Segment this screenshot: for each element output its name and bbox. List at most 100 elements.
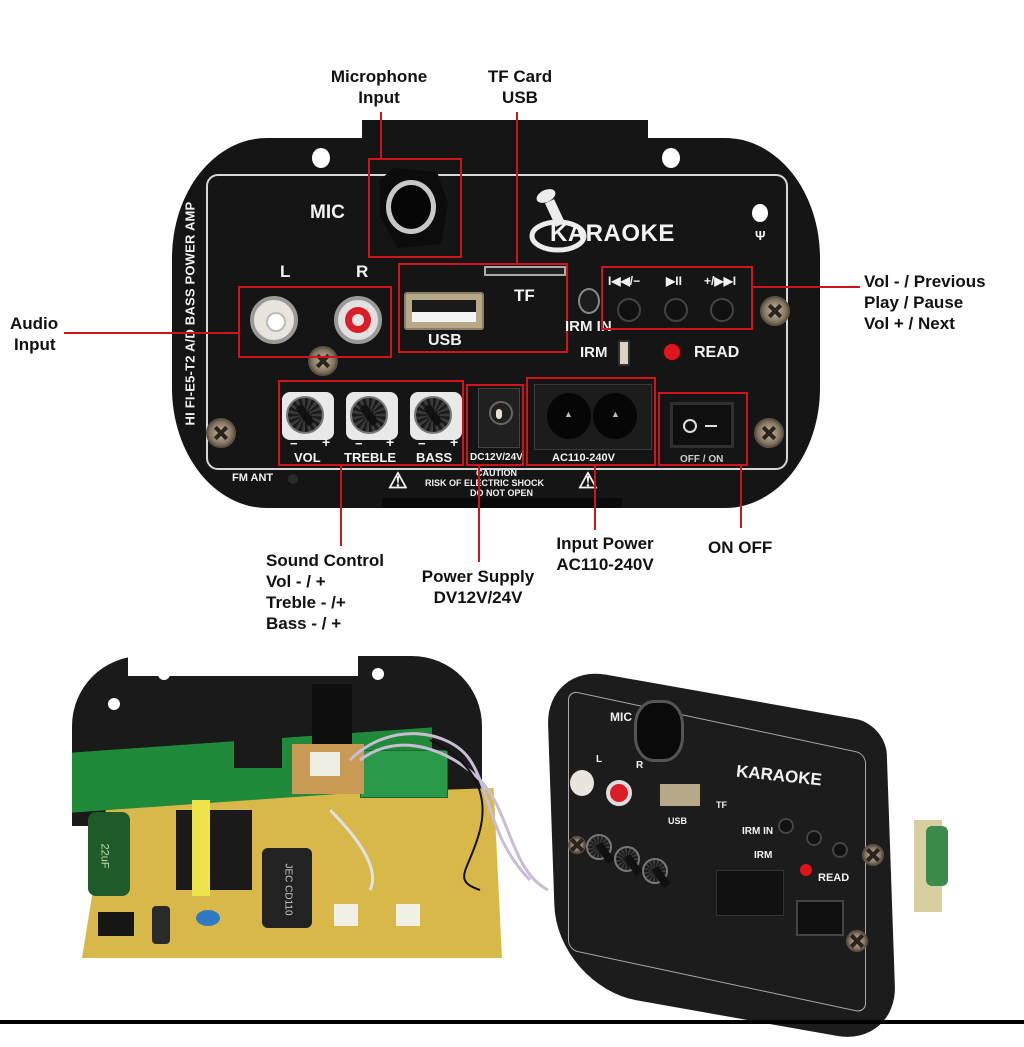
mount-hole	[158, 668, 170, 680]
treble-knob[interactable]	[350, 396, 388, 434]
white-connector	[396, 904, 420, 926]
bottom-border-bar	[0, 1020, 1024, 1024]
callout-line: Input	[14, 335, 56, 354]
dc-callout-line	[478, 466, 480, 562]
callout-line: Input Power	[556, 534, 654, 553]
mic-jack-ring	[386, 180, 436, 234]
callout-sound-control: Sound Control Vol - / + Treble - /+ Bass…	[266, 550, 384, 634]
warning-triangle-icon: ⚠	[578, 468, 598, 493]
prev-vol-down-button[interactable]	[617, 298, 641, 322]
irm-in-jack[interactable]	[578, 288, 600, 314]
sound-callout-line	[340, 466, 342, 546]
small-capacitor	[152, 906, 170, 944]
controls-callout-line	[752, 286, 860, 288]
karaoke-logo-icon	[528, 186, 598, 256]
callout-line: Treble - /+	[266, 593, 346, 612]
mount-hole	[662, 148, 680, 168]
screw	[206, 418, 236, 448]
bass-label: BASS	[416, 450, 453, 465]
capacitor-green	[88, 812, 130, 896]
power-rocker-switch[interactable]	[670, 402, 734, 448]
angled-read-led	[800, 864, 812, 876]
caution-line-1: RISK OF ELECTRIC SHOCK	[425, 478, 545, 488]
read-led	[664, 344, 680, 360]
angled-irm-label: IRM	[754, 850, 773, 861]
ac-label: AC110-240V	[552, 452, 615, 464]
mount-hole	[372, 668, 384, 680]
transformer-tape	[192, 800, 210, 896]
callout-line: Power Supply	[421, 567, 535, 586]
callout-line: Bass - / +	[266, 614, 342, 633]
panel-bottom-slot	[382, 498, 622, 508]
angled-rca-left	[570, 770, 594, 796]
panel-notch	[362, 120, 648, 146]
fm-antenna-hole	[288, 474, 298, 484]
vol-minus: −	[290, 436, 298, 451]
callout-line: TF Card	[487, 67, 553, 86]
callout-audio-input: Audio Input	[10, 313, 58, 355]
angled-knob	[642, 858, 668, 884]
fm-antenna-label: FM ANT	[232, 472, 274, 484]
bass-plus: +	[450, 434, 459, 450]
warning-triangle-icon: ⚠	[388, 468, 408, 493]
callout-line: Microphone	[330, 67, 428, 86]
angled-right-label: R	[636, 760, 644, 771]
tf-label: TF	[514, 286, 535, 305]
callout-controls: Vol - / Previous Play / Pause Vol + / Ne…	[864, 271, 986, 334]
callout-line: USB	[502, 88, 538, 107]
next-vol-up-button[interactable]	[710, 298, 734, 322]
treble-plus: +	[386, 434, 395, 450]
screw	[568, 836, 586, 854]
right-channel-label: R	[356, 262, 369, 281]
antenna-icon: Ψ	[755, 228, 766, 243]
angled-knob	[614, 846, 640, 872]
sound-control-highlight-box	[278, 380, 464, 466]
callout-on-off: ON OFF	[708, 538, 773, 557]
antenna-hole	[752, 204, 768, 222]
next-label: +/▶▶I	[704, 274, 737, 288]
rca-jack-left[interactable]	[250, 296, 298, 344]
read-label: READ	[694, 344, 740, 361]
angled-button	[832, 842, 848, 858]
mount-hole	[108, 698, 120, 710]
angled-left-label: L	[596, 754, 603, 765]
capacitor-label: 22uF	[98, 843, 111, 869]
usb-tf-highlight-box	[398, 263, 568, 353]
callout-line: Audio	[10, 314, 59, 333]
ac-highlight-box	[526, 377, 656, 466]
volume-knob[interactable]	[286, 396, 324, 434]
angled-tf-label: TF	[716, 800, 727, 810]
irm-label: IRM	[580, 344, 608, 361]
screw	[308, 346, 338, 376]
bass-knob[interactable]	[414, 396, 452, 434]
ac-power-socket[interactable]: ▲ ▲	[534, 384, 652, 450]
panel-border-line	[206, 174, 788, 470]
bass-minus: −	[418, 436, 426, 451]
dc-power-jack[interactable]	[478, 388, 520, 448]
vol-plus: +	[322, 434, 331, 450]
tf-card-slot[interactable]	[484, 266, 566, 276]
rca-jack-right[interactable]	[334, 296, 382, 344]
play-pause-button[interactable]	[664, 298, 688, 322]
usb-port[interactable]	[404, 292, 484, 330]
capacitor-black	[262, 848, 312, 928]
brand-label: KARAOKE	[550, 220, 675, 247]
blue-capacitor	[196, 910, 220, 926]
mic-callout-line	[380, 112, 382, 159]
angled-mic-label: MIC	[610, 710, 632, 724]
screw	[760, 296, 790, 326]
switch-label: OFF / ON	[680, 454, 724, 465]
callout-line: Input	[358, 88, 400, 107]
capacitor-side	[926, 826, 948, 886]
usb-label: USB	[428, 332, 462, 349]
angled-knob	[586, 834, 612, 860]
ic-chip	[98, 912, 134, 936]
callout-line: Vol - / +	[266, 572, 326, 591]
vol-label: VOL	[294, 450, 321, 465]
irm-sensor	[618, 340, 630, 366]
angled-button	[778, 818, 794, 834]
wires	[330, 732, 549, 892]
callout-line: Vol + / Next	[864, 314, 955, 333]
angled-switch	[796, 900, 844, 936]
audio-input-highlight-box	[238, 286, 392, 358]
